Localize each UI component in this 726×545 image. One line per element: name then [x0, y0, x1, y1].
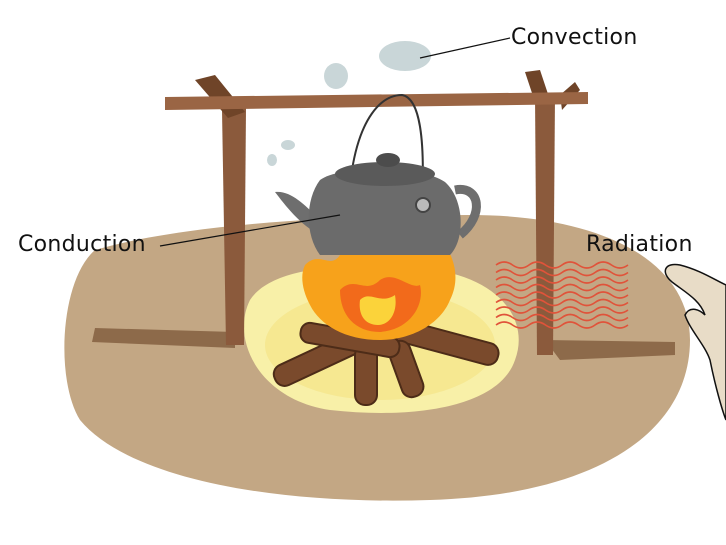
- crossbar: [165, 92, 588, 110]
- convection-label: Convection: [511, 25, 638, 50]
- kettle: [275, 153, 481, 255]
- radiation-wave: [495, 306, 629, 314]
- radiation-wave: [495, 276, 629, 284]
- pole-left: [222, 108, 246, 345]
- radiation-wave: [495, 313, 629, 322]
- hand: [664, 263, 726, 421]
- conduction-leader: [159, 214, 341, 247]
- convection-leader: [419, 37, 511, 59]
- pole-right: [535, 95, 555, 355]
- radiation-wave: [495, 298, 629, 307]
- radiation-wave: [495, 291, 629, 299]
- kettle-handle: [351, 93, 424, 201]
- steam: [267, 41, 431, 166]
- pole-shadow-left: [92, 328, 235, 348]
- radiation-waves: [495, 261, 629, 329]
- conduction-label: Conduction: [18, 232, 146, 257]
- radiation-wave: [495, 321, 629, 329]
- radiation-label: Radiation: [586, 232, 693, 257]
- radiation-wave: [495, 268, 629, 277]
- radiation-wave: [495, 261, 629, 269]
- radiation-wave: [495, 283, 629, 292]
- pole-shadow-right: [545, 340, 675, 360]
